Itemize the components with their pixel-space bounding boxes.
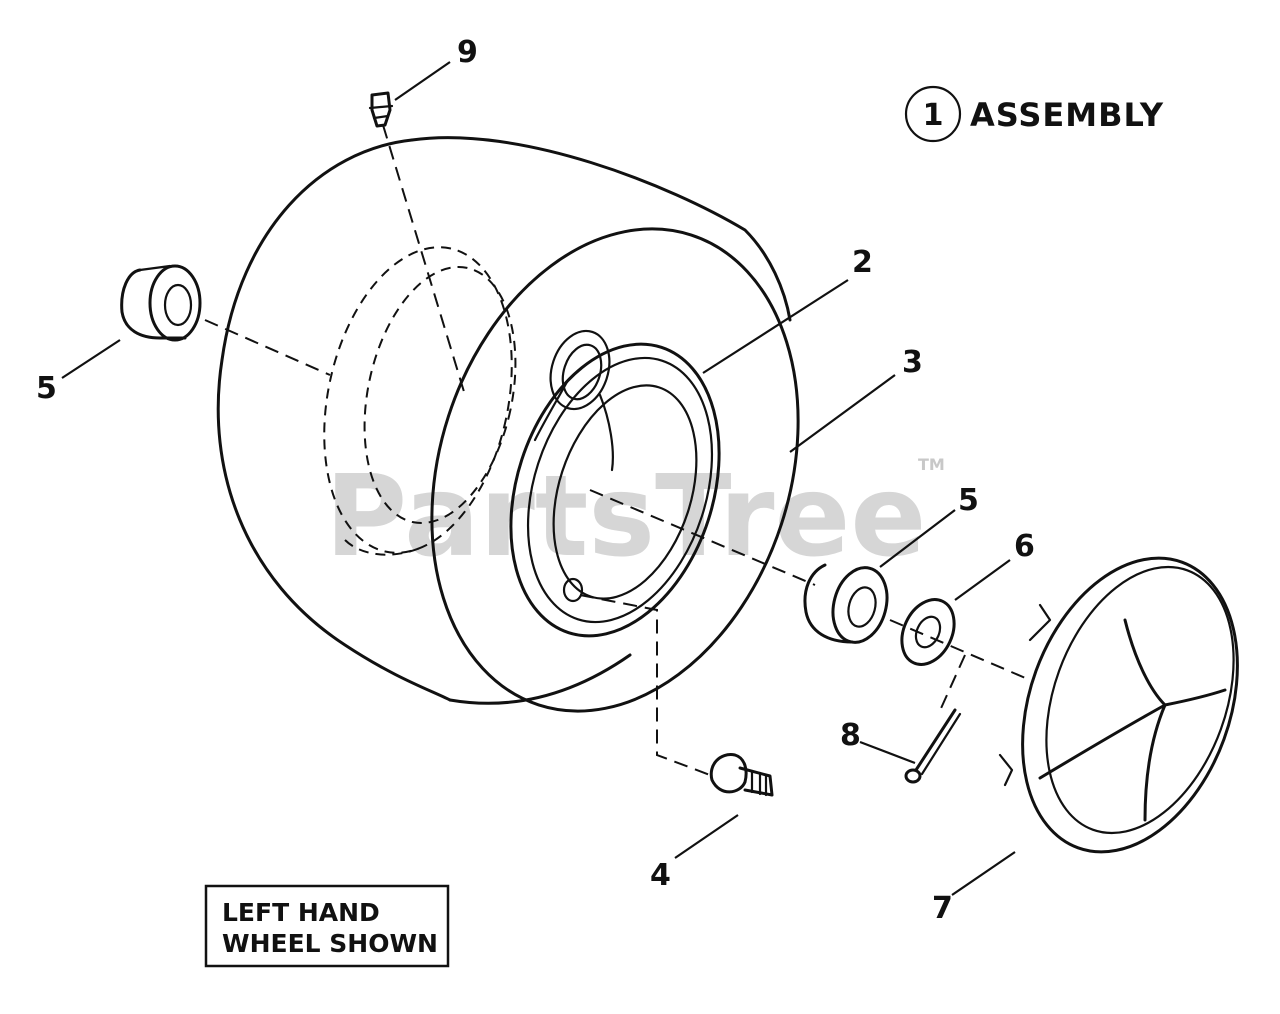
cotter-pin-eye — [904, 768, 922, 784]
axis-washer-cap — [889, 619, 1031, 681]
grease-fitting-body — [370, 91, 392, 128]
hub-cap-spoke-left — [1038, 703, 1167, 780]
callout-9: 9 — [457, 35, 478, 70]
cotter-pin-body-2 — [920, 712, 962, 776]
leader-6 — [954, 559, 1011, 601]
axis-cotter-pin — [937, 654, 966, 716]
axis-lines — [204, 124, 1031, 776]
back-rim-hidden-inner — [363, 265, 517, 525]
callout-3: 3 — [902, 345, 923, 380]
hub-side — [533, 378, 614, 472]
assembly-circle — [904, 85, 962, 143]
left-bushing-body — [120, 268, 187, 340]
hub-cap-spoke-lower — [1143, 703, 1167, 822]
hub-cap-tab-bottom — [998, 753, 1014, 787]
hub-outer — [549, 329, 611, 411]
hub-cap-inner — [1045, 565, 1235, 835]
assembly-number: 1 — [923, 98, 944, 133]
left-bushing-flange — [148, 264, 202, 342]
leader-2 — [702, 279, 849, 374]
valve-stem-base — [709, 753, 748, 794]
leader-8 — [859, 740, 916, 765]
hub-bore — [561, 343, 603, 401]
cotter-pin — [904, 708, 962, 784]
callout-6: 6 — [1014, 529, 1035, 564]
leader-3 — [789, 374, 896, 453]
callout-2: 2 — [852, 245, 873, 280]
tire — [216, 136, 800, 713]
leader-lines — [61, 61, 1016, 896]
washer — [900, 598, 956, 666]
axis-left-bushing — [204, 319, 331, 376]
leader-5-right — [879, 509, 956, 568]
right-bushing-flange — [831, 566, 889, 644]
back-rim-hidden — [323, 246, 513, 554]
tire-bottom-tread — [448, 653, 632, 705]
note-box: LEFT HAND WHEEL SHOWN — [204, 884, 450, 968]
left-bushing-bore — [163, 283, 193, 327]
hub-cap-spoke-right — [1163, 688, 1227, 707]
leader-7 — [951, 851, 1016, 896]
callout-8: 8 — [840, 718, 861, 753]
note-box-frame — [204, 884, 450, 968]
right-flange-bushing — [803, 563, 889, 644]
note-line-1: LEFT HAND — [222, 898, 380, 927]
left-bushing-top — [138, 264, 172, 272]
hub-cap-spoke-upper — [1123, 618, 1167, 707]
watermark-brand: PartsTree — [325, 452, 926, 582]
assembly-label: 1 ASSEMBLY — [904, 85, 1164, 143]
callout-7: 7 — [932, 891, 953, 926]
leader-9 — [394, 61, 451, 101]
valve-stem — [709, 753, 774, 797]
axis-right — [589, 489, 816, 586]
callout-5-right: 5 — [958, 483, 979, 518]
valve-hole — [562, 577, 584, 603]
valve-stem-threads — [750, 769, 768, 797]
axis-valve-stem — [579, 594, 711, 776]
hub-cap — [998, 556, 1239, 854]
washer-inner — [914, 615, 942, 649]
grease-fitting-hex — [368, 104, 394, 120]
leader-5-left — [61, 339, 121, 379]
leader-4 — [674, 814, 739, 859]
back-rim-hidden-lip — [344, 539, 421, 556]
callout-4: 4 — [650, 858, 671, 893]
axis-grease-fitting — [382, 124, 466, 396]
watermark: PartsTree TM — [325, 452, 945, 582]
cotter-pin-body — [914, 708, 957, 772]
tire-front-sidewall — [430, 227, 800, 713]
right-bushing-bore — [847, 586, 877, 628]
tire-back-outline — [216, 138, 452, 702]
washer-outer — [900, 598, 956, 666]
hub-cap-outer — [1021, 556, 1239, 854]
rim-inner-lip — [526, 356, 714, 624]
grease-fitting — [368, 91, 394, 128]
right-bushing-body — [803, 563, 854, 644]
left-flange-bushing — [120, 264, 202, 342]
rim-outer — [509, 342, 721, 638]
callout-5-left: 5 — [36, 371, 57, 406]
callout-numbers: 9 2 3 5 5 6 8 4 7 — [36, 35, 1035, 926]
valve-stem-shaft — [738, 766, 774, 797]
tire-top-tread — [410, 136, 792, 322]
watermark-trademark: TM — [918, 455, 945, 474]
assembly-word: ASSEMBLY — [970, 96, 1164, 134]
note-line-2: WHEEL SHOWN — [222, 929, 438, 958]
hub-cap-tab-top — [1028, 603, 1052, 642]
